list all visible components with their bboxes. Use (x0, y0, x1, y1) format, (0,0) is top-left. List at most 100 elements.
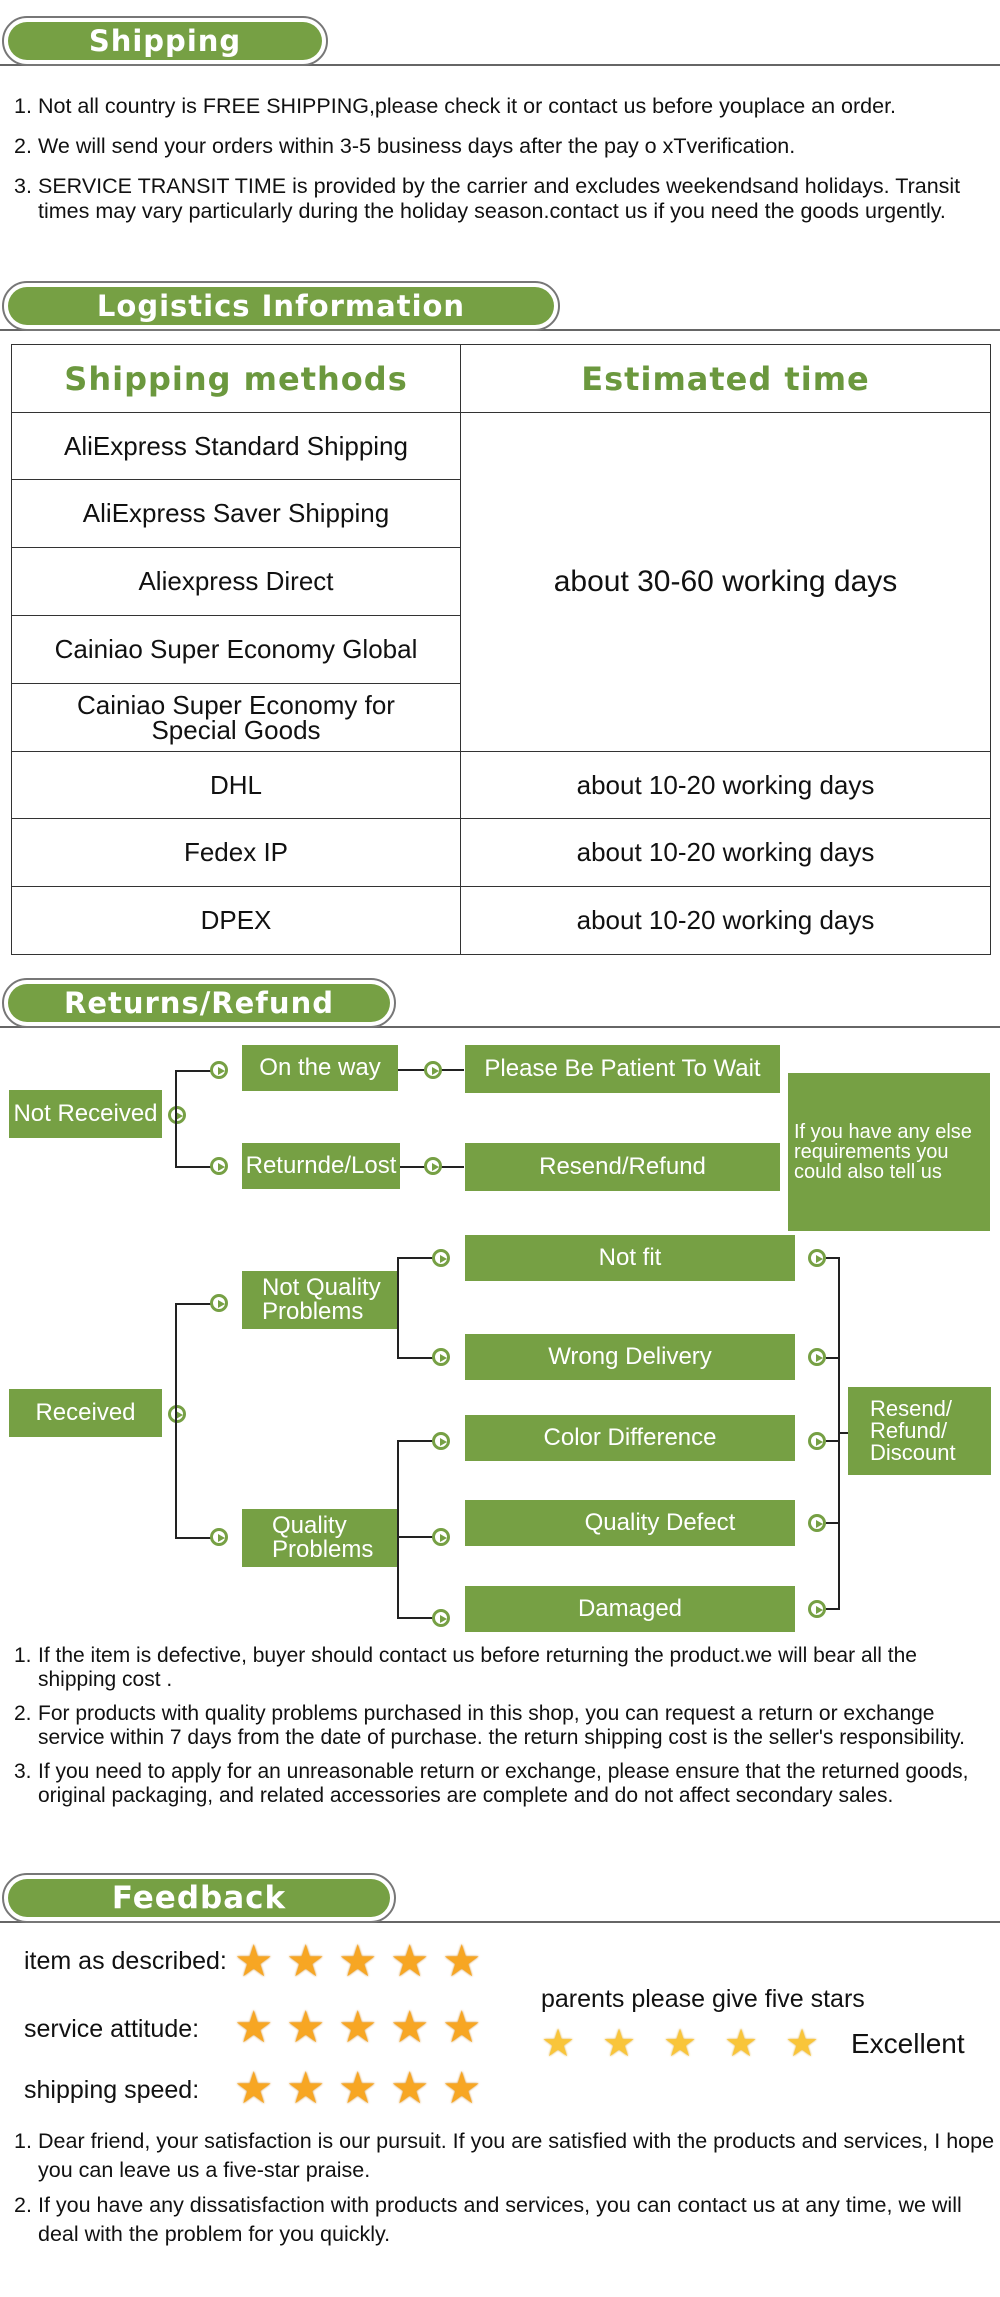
section-divider (0, 1026, 1000, 1028)
star-icon: ★ (390, 1937, 430, 1986)
star-icon: ★ (338, 2064, 378, 2113)
flow-arrow-icon (808, 1348, 826, 1366)
method-cell: Aliexpress Direct (11, 547, 461, 616)
table-row: Cainiao Super Economy for Special Goods (11, 683, 991, 752)
section-header-returns: Returns/Refund (2, 978, 396, 1028)
table-header-row: Shipping methods Estimated time (11, 344, 991, 413)
flow-connector (397, 1257, 433, 1259)
section-title: Shipping (8, 22, 322, 60)
star-icon: ★ (234, 1937, 274, 1986)
flow-arrow-icon (432, 1528, 450, 1546)
rating-label: item as described: (24, 1947, 227, 1975)
flow-damaged: Damaged (465, 1586, 795, 1632)
star-icon: ★ (442, 1937, 482, 1986)
flow-not-fit: Not fit (465, 1235, 795, 1281)
flow-arrow-icon (424, 1061, 442, 1079)
flow-connector (175, 1537, 211, 1539)
star-icon: ★ (390, 2064, 430, 2113)
star-icon: ★ (286, 2003, 326, 2052)
flow-resend-refund: Resend/Refund (465, 1143, 780, 1191)
flow-received: Received (9, 1389, 162, 1437)
star-icon: ★ (286, 2064, 326, 2113)
flow-not-quality: Not Quality Problems (242, 1271, 397, 1329)
flow-connector (175, 1166, 211, 1168)
flow-connector (175, 1303, 177, 1539)
star-icon: ★ (286, 1937, 326, 1986)
list-item: 2.We will send your orders within 3-5 bu… (14, 134, 796, 158)
flow-arrow-icon (168, 1405, 186, 1423)
flow-connector (397, 1357, 433, 1359)
section-title: Logistics Information (8, 287, 554, 325)
list-item: 1.Not all country is FREE SHIPPING,pleas… (14, 94, 897, 118)
method-cell: Cainiao Super Economy for Special Goods (11, 683, 461, 752)
time-cell: about 10-20 working days (460, 886, 991, 955)
list-item: 2.If you have any dissatisfaction with p… (14, 2193, 962, 2246)
excellent-label: Excellent (851, 2028, 965, 2059)
flow-connector (826, 1440, 840, 1442)
flow-arrow-icon (808, 1249, 826, 1267)
list-item: 1.Dear friend, your satisfaction is our … (14, 2129, 995, 2182)
flow-arrow-icon (210, 1528, 228, 1546)
flow-arrow-icon (432, 1249, 450, 1267)
section-header-feedback: Feedback (2, 1873, 396, 1923)
star-icon: ★ (785, 2023, 820, 2065)
star-icon: ★ (338, 1937, 378, 1986)
parents-note: parents please give five stars (541, 1985, 865, 2013)
section-divider (0, 64, 1000, 66)
flow-please-wait: Please Be Patient To Wait (465, 1045, 780, 1093)
flow-connector (397, 1617, 433, 1619)
section-divider (0, 1921, 1000, 1923)
flow-not-received: Not Received (9, 1090, 162, 1138)
flow-connector (826, 1608, 840, 1610)
time-cell: about 10-20 working days (460, 751, 991, 819)
column-header-method: Shipping methods (11, 344, 461, 413)
flow-arrow-icon (808, 1514, 826, 1532)
method-cell: AliExpress Standard Shipping (11, 412, 461, 480)
table-row: DHL about 10-20 working days (11, 751, 991, 819)
flow-on-the-way: On the way (242, 1045, 398, 1091)
star-icon: ★ (541, 2023, 576, 2065)
list-item: 3.If you need to apply for an unreasonab… (14, 1760, 969, 1807)
flow-arrow-icon (210, 1061, 228, 1079)
flow-connector (397, 1440, 433, 1442)
star-icon: ★ (442, 2064, 482, 2113)
shipping-list: 1.Not all country is FREE SHIPPING,pleas… (0, 94, 990, 224)
table-row: Cainiao Super Economy Global (11, 615, 991, 684)
rating-label: shipping speed: (24, 2076, 200, 2104)
flow-arrow-icon (808, 1432, 826, 1450)
table-row: Aliexpress Direct (11, 547, 991, 616)
rating-label: service attitude: (24, 2015, 200, 2043)
time-cell: about 10-20 working days (460, 818, 991, 887)
star-icon: ★ (234, 2003, 274, 2052)
returns-list: 1.If the item is defective, buyer should… (0, 1644, 995, 1808)
section-header-logistics: Logistics Information (2, 281, 560, 331)
flow-arrow-icon (168, 1106, 186, 1124)
flow-wrong-delivery: Wrong Delivery (465, 1334, 795, 1380)
star-icon: ★ (338, 2003, 378, 2052)
flow-color-difference: Color Difference (465, 1415, 795, 1461)
method-cell: DPEX (11, 886, 461, 955)
flow-arrow-icon (432, 1432, 450, 1450)
flow-connector (826, 1357, 840, 1359)
feedback-list: 1.Dear friend, your satisfaction is our … (0, 2127, 995, 2249)
flow-connector (175, 1303, 211, 1305)
star-icon: ★ (602, 2023, 637, 2065)
flow-connector (175, 1070, 211, 1072)
section-title: Returns/Refund (8, 984, 390, 1022)
method-cell: DHL (11, 751, 461, 819)
flow-arrow-icon (432, 1609, 450, 1627)
table-row: DPEX about 10-20 working days (11, 886, 991, 955)
flow-arrow-icon (424, 1157, 442, 1175)
flow-else-note: If you have any else requirements you co… (788, 1073, 990, 1231)
flow-connector (838, 1432, 848, 1434)
flow-arrow-icon (432, 1348, 450, 1366)
flow-connector (175, 1070, 177, 1168)
flow-connector (397, 1440, 399, 1618)
list-item: 2.For products with quality problems pur… (14, 1702, 965, 1749)
flow-connector (826, 1257, 840, 1259)
star-icon: ★ (724, 2023, 759, 2065)
flow-connector (397, 1257, 399, 1359)
column-header-time: Estimated time (460, 344, 991, 413)
table-row: AliExpress Standard Shipping about 30-60… (11, 412, 991, 752)
section-header-shipping: Shipping (2, 16, 328, 66)
